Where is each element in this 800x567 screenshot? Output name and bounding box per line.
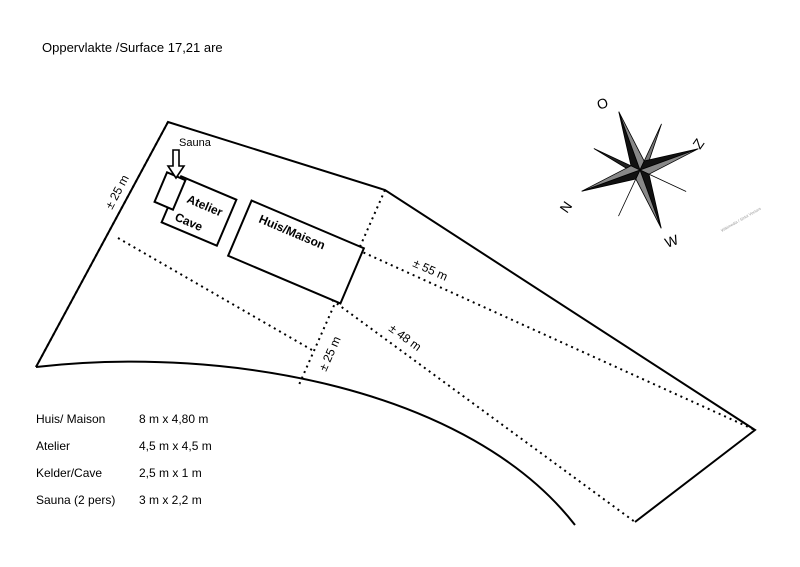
compass-north-label: N <box>556 198 575 215</box>
sauna-arrow-icon <box>166 149 186 180</box>
measure-middle-label: ± 25 m <box>316 334 344 373</box>
legend-name: Kelder/Cave <box>36 466 103 480</box>
dotted-line-48 <box>331 299 636 523</box>
compass-south-label: Z <box>689 135 707 152</box>
surface-title: Oppervlakte /Surface 17,21 are <box>42 40 223 55</box>
legend-dimensions: 3 m x 2,2 m <box>139 493 202 507</box>
legend-name: Huis/ Maison <box>36 412 106 426</box>
measure-55-label: ± 55 m <box>411 256 450 284</box>
compass-west-label: W <box>663 231 682 251</box>
compass-rose-icon <box>581 111 699 229</box>
dotted-left-edge <box>35 121 169 368</box>
compass-footnote: Wikimedia / Sirlot Vectors <box>720 206 762 233</box>
legend-dimensions: 4,5 m x 4,5 m <box>139 439 212 453</box>
legend-dimensions: 8 m x 4,80 m <box>139 412 209 426</box>
compass-east-label: O <box>595 94 611 113</box>
measure-48-label: ± 48 m <box>386 321 424 354</box>
sauna-label: Sauna <box>179 137 212 149</box>
house-building <box>226 199 366 305</box>
plot-curve-boundary <box>35 360 576 526</box>
dotted-line-55 <box>357 249 756 431</box>
dotted-inner-line <box>117 237 313 351</box>
measure-left-label: ± 25 m <box>102 173 132 212</box>
legend-name: Sauna (2 pers) <box>36 493 116 507</box>
legend-name: Atelier <box>36 439 71 453</box>
legend-dimensions: 2,5 m x 1 m <box>139 466 202 480</box>
